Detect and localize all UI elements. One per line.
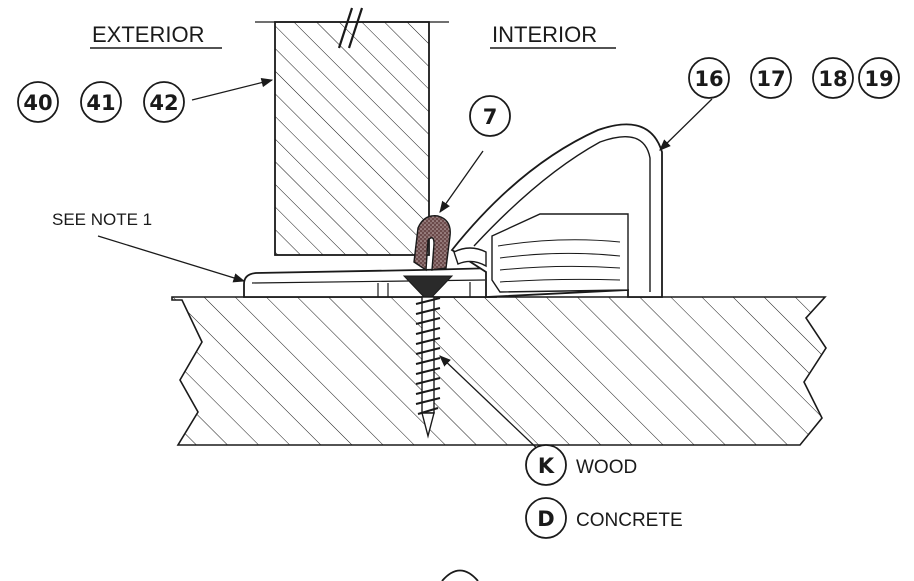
callout-circle: [143, 81, 185, 123]
heading-exterior: EXTERIOR: [90, 22, 222, 49]
callout-circle: [812, 57, 854, 99]
heading-interior: INTERIOR: [490, 22, 616, 49]
callout-fastener-concrete: D CONCRETE: [525, 497, 683, 539]
label-see-note: SEE NOTE 1: [52, 210, 152, 229]
callout-circle: [858, 57, 900, 99]
callout-40: 40: [23, 91, 52, 115]
label-exterior: EXTERIOR: [92, 22, 204, 47]
callout-circle: [750, 57, 792, 99]
callout-circle: [80, 81, 122, 123]
screw-fastener: [402, 275, 454, 439]
floor-substrate: [171, 296, 827, 446]
callout-fastener-wood: K WOOD: [525, 444, 637, 486]
callout-16: 16: [694, 67, 723, 91]
callout-circle: [17, 81, 59, 123]
door-sweep: [450, 123, 663, 298]
callout-19: 19: [864, 67, 893, 91]
leader-lines: [97, 78, 713, 456]
callout-circle: [688, 57, 730, 99]
callout-42: 42: [149, 91, 178, 115]
callout-k: K: [538, 454, 555, 478]
callout-circle: [469, 95, 511, 137]
label-concrete: CONCRETE: [576, 510, 683, 531]
label-wood: WOOD: [576, 457, 637, 478]
callout-41: 41: [86, 91, 115, 115]
callout-7: 7: [483, 105, 498, 129]
compression-seal: [413, 215, 451, 272]
label-interior: INTERIOR: [492, 22, 597, 47]
callout-17: 17: [756, 67, 785, 91]
callout-circle: [525, 444, 567, 486]
callout-door-numbers: 40 41 42: [17, 81, 185, 123]
callout-18: 18: [818, 67, 847, 91]
callout-circle: [525, 497, 567, 539]
door-leaf: [255, 7, 449, 256]
callout-sweep-numbers: 16 17 18 19: [688, 57, 900, 99]
callout-seal-number: 7: [469, 95, 511, 137]
cropped-callout-circle: [441, 569, 479, 581]
callout-d: D: [537, 507, 554, 531]
threshold-profile: [243, 267, 497, 298]
